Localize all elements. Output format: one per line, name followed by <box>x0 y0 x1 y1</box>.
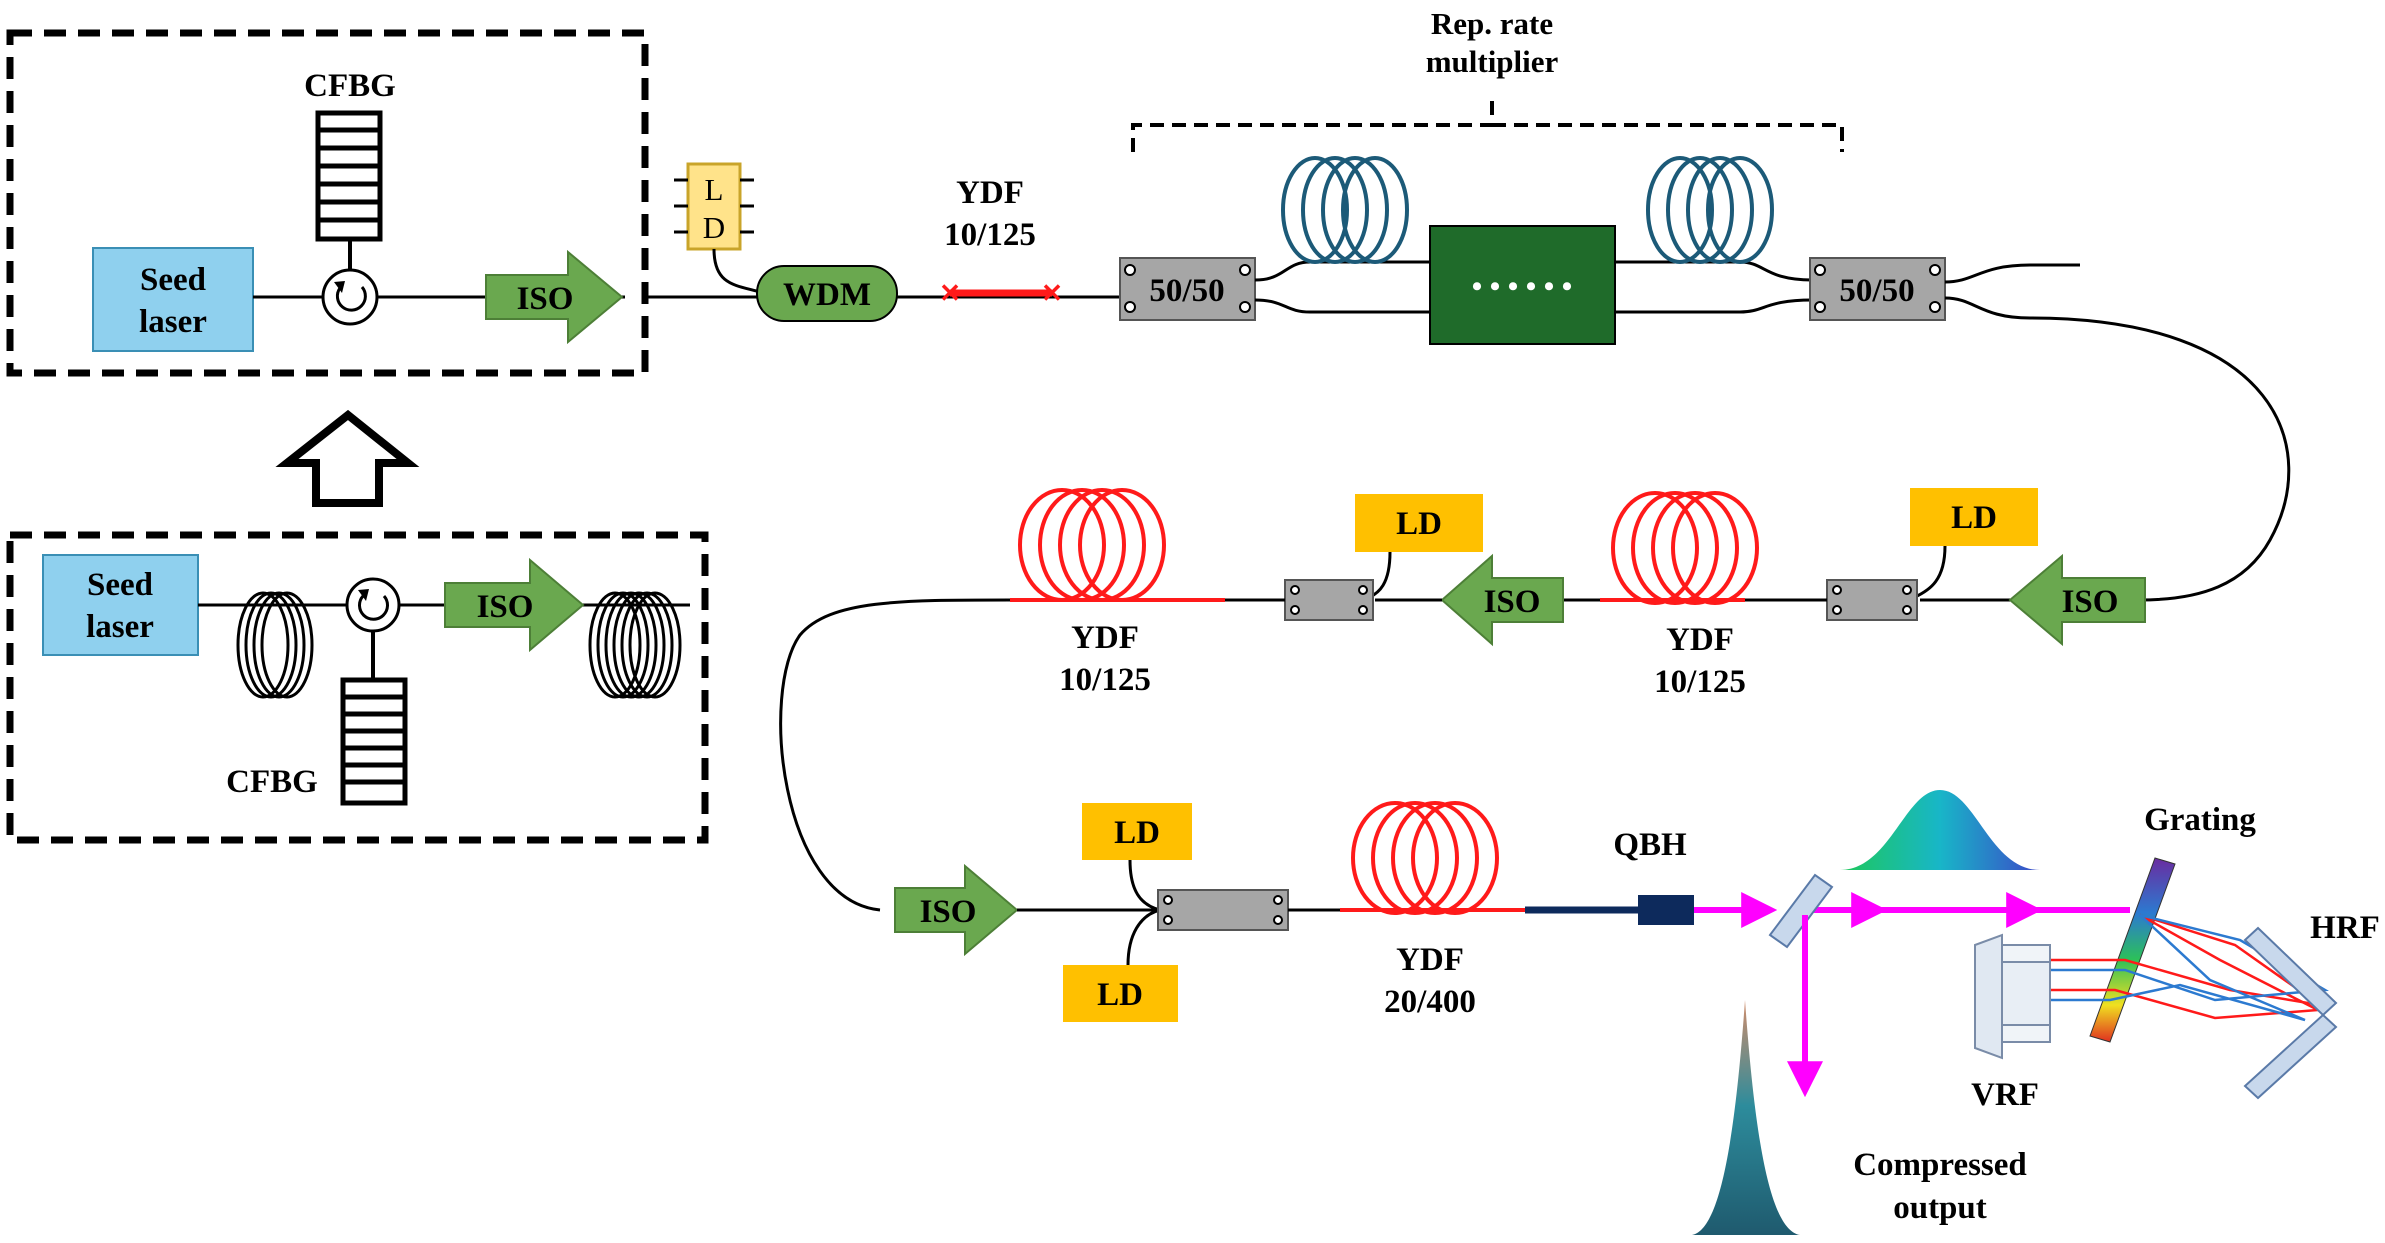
alt-iso-label: ISO <box>477 589 534 625</box>
ld-row3-bottom <box>1063 965 1178 1022</box>
ydf-main-label: YDF <box>1396 942 1464 978</box>
wdm-label: WDM <box>783 277 871 313</box>
alt-circulator <box>345 577 401 633</box>
ld-pump-chip: L D <box>674 162 754 251</box>
hrf-label: HRF <box>2310 910 2380 946</box>
coupler-out-fiber-lower <box>1944 296 2291 602</box>
alt-seed-laser-label-2: laser <box>86 609 154 645</box>
seed-laser-block <box>92 247 254 352</box>
row2-to-row3-fiber <box>779 598 1011 912</box>
iso-label-row2-mid: ISO <box>1484 584 1541 620</box>
combiner-row2-right <box>1826 579 1918 621</box>
seed-module-box <box>6 29 649 377</box>
hrf-mirror-lower <box>2243 1013 2338 1100</box>
ydf-row2-right-label-2: 10/125 <box>1654 664 1746 700</box>
red-coil-row2-right <box>1611 491 1759 605</box>
iso-arrow-row2-right <box>2008 553 2146 647</box>
alt-fiber-coil-2 <box>588 591 682 699</box>
grating-label: Grating <box>2144 802 2256 838</box>
wdm-block <box>756 265 898 322</box>
hrf-mirror-upper <box>2243 926 2338 1017</box>
rep-rate-label: Rep. rate <box>1431 6 1553 41</box>
red-coil-row2-left <box>1018 488 1166 602</box>
iso-arrow-row3 <box>894 863 1019 957</box>
ydf-main-label-2: 20/400 <box>1384 984 1476 1020</box>
alt-iso-arrow <box>444 557 585 653</box>
iso-label-row3: ISO <box>920 894 977 930</box>
coupler-in-label: 50/50 <box>1149 273 1224 309</box>
spectrum-shape <box>1840 790 2040 870</box>
up-arrow-icon <box>275 409 420 507</box>
pickoff-mirror <box>1768 873 1834 949</box>
ld-label-row2-mid: LD <box>1396 506 1442 542</box>
delay-arm-upper <box>1254 260 1430 282</box>
alt-seed-module-box <box>6 531 709 844</box>
ld-row3-top <box>1082 803 1192 860</box>
ld-pump-fiber <box>712 248 761 294</box>
blue-coil-1 <box>1281 156 1409 264</box>
svg-text:D: D <box>703 210 725 245</box>
seed-laser-label: Seed <box>140 262 206 298</box>
qbh-label: QBH <box>1613 827 1687 863</box>
delay-dots: • • • • • • <box>1472 270 1573 303</box>
cfbg-label-top: CFBG <box>304 68 396 104</box>
alt-cfbg-lines <box>343 694 405 785</box>
iso-arrow-top <box>485 249 624 345</box>
ld-row2-mid <box>1355 494 1483 552</box>
iso-label-top: ISO <box>517 281 574 317</box>
vrf-element <box>1974 933 2051 1060</box>
coupler-50-50-out <box>1809 257 1946 321</box>
ld-label-row2-right: LD <box>1951 500 1997 536</box>
svg-text:L: L <box>705 172 724 207</box>
blue-coil-2 <box>1646 156 1774 264</box>
coupler-50-50-in <box>1119 257 1256 321</box>
output-pulse-shape <box>1692 1000 1800 1235</box>
rep-rate-label-2: multiplier <box>1426 44 1559 79</box>
delay-arm-lower <box>1254 298 1430 314</box>
alt-seed-laser-block <box>42 554 199 656</box>
ld-row2-right <box>1910 488 2038 546</box>
delay-arm-lower-2 <box>1615 298 1813 314</box>
alt-fiber-coil-1 <box>236 591 314 699</box>
rep-rate-bracket <box>1131 100 1844 152</box>
ld-label-row3-bottom: LD <box>1097 977 1143 1013</box>
ydf-row2-right-label: YDF <box>1666 622 1734 658</box>
circulator-top <box>321 268 379 326</box>
red-coil-main <box>1351 801 1499 915</box>
cfbg-lines-top <box>318 127 380 223</box>
circulator-arrow-top <box>335 286 367 312</box>
ydf-preamp-label-2: 10/125 <box>944 217 1036 253</box>
ydf-preamp-label: YDF <box>956 175 1024 211</box>
vrf-label: VRF <box>1971 1077 2039 1113</box>
output-label-2: output <box>1893 1190 1987 1226</box>
splice-mark-2: ✕ <box>1041 279 1063 308</box>
ydf-row2-left-label-2: 10/125 <box>1059 662 1151 698</box>
delay-line-block <box>1429 225 1616 345</box>
ydf-row2-left-label: YDF <box>1071 620 1139 656</box>
qbh-connector <box>1638 895 1694 925</box>
coupler-out-fiber-upper <box>1944 263 2080 284</box>
grating-element <box>2089 857 2176 1043</box>
diffracted-beams <box>2050 913 2329 1022</box>
combiner-row2-mid <box>1284 579 1374 621</box>
alt-cfbg-label: CFBG <box>226 764 318 800</box>
splice-mark-1: ✕ <box>939 279 961 308</box>
delay-arm-upper-2 <box>1615 260 1813 282</box>
output-label: Compressed <box>1853 1147 2027 1183</box>
alt-circulator-arrow <box>358 595 389 621</box>
seed-laser-label-2: laser <box>139 304 207 340</box>
iso-arrow-row2-mid <box>1440 553 1564 647</box>
combiner-row3 <box>1157 889 1289 931</box>
alt-seed-laser-label: Seed <box>87 567 153 603</box>
coupler-out-label: 50/50 <box>1839 273 1914 309</box>
ld-label-row3-top: LD <box>1114 815 1160 851</box>
iso-label-row2-right: ISO <box>2062 584 2119 620</box>
